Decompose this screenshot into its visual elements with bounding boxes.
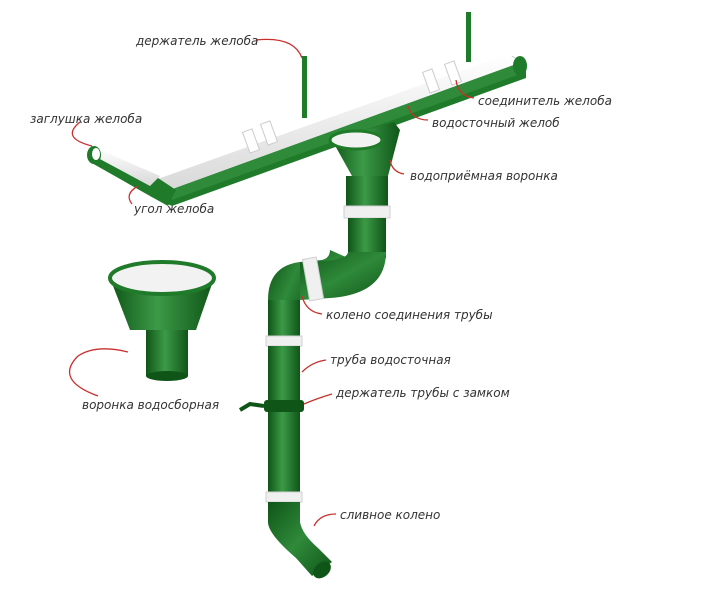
gutter-connector-rings [241,60,463,154]
pipe-holder-shape [238,400,304,412]
leader-lines [68,38,475,527]
label-gutter-end-cap: заглушка желоба [30,112,143,126]
label-gutter-corner: угол желоба [134,202,215,216]
gutter-body [150,54,526,206]
label-inlet-funnel: водоприёмная воронка [410,169,558,183]
label-gutter-holder: держатель желоба [136,34,259,48]
label-pipe-holder: держатель трубы с замком [336,386,510,400]
label-outlet-elbow: сливное колено [340,508,441,522]
drain-pipe-shape [265,300,303,496]
label-pipe-elbow: колено соединения трубы [326,308,493,322]
gutter-corner-section [87,146,176,206]
gutter-holder-rods [302,12,471,118]
gutter-right-end-cap [513,56,527,76]
label-catch-funnel: воронка водосборная [82,398,220,412]
label-drain-pipe: труба водосточная [330,353,451,367]
catch-funnel-shape [108,260,216,381]
outlet-elbow-shape [265,491,332,579]
label-gutter-connector: соединитель желоба [478,94,612,108]
inlet-funnel-shape [328,122,400,219]
label-gutter: водосточный желоб [432,116,560,130]
